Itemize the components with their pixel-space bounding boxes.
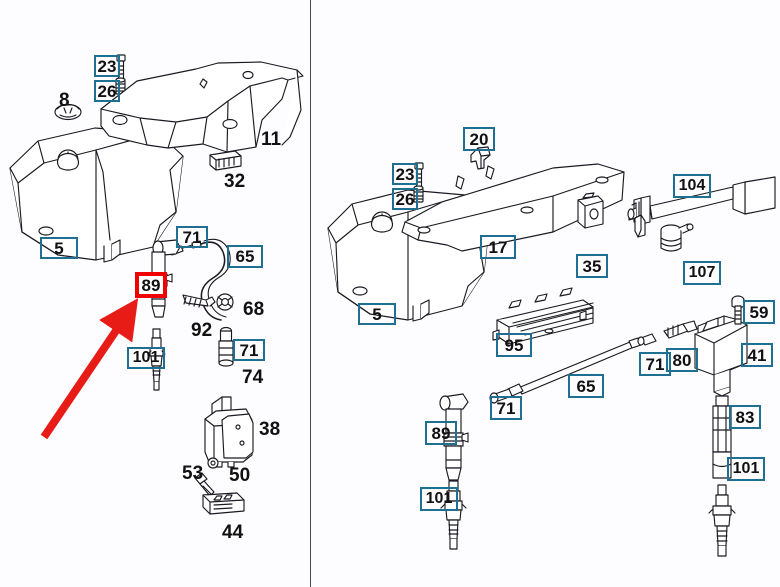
callout-text: 26 [395,189,415,209]
label-11: 11 [261,129,282,150]
callout-text: 83 [735,407,755,427]
callout-17-right[interactable]: 17 [480,235,516,259]
part-68-nut [216,293,234,311]
callout-5-right[interactable]: 5 [358,303,396,325]
part-83-coil-boot [712,395,732,479]
callout-20-right[interactable]: 20 [463,127,495,151]
part-101-spark-plug-right [708,484,736,557]
part-65-cable [200,238,231,321]
part-92-clip [182,294,216,308]
callout-65-right[interactable]: 65 [568,374,604,398]
callout-text: 80 [672,350,692,370]
callout-text: 71 [496,398,516,418]
callout-text: 17 [488,237,508,257]
label-38: 38 [259,419,281,440]
callout-text: 101 [425,490,453,507]
label-53: 53 [182,463,204,484]
callout-text: 89 [141,275,161,295]
callout-text: 65 [576,376,596,396]
callout-83-right[interactable]: 83 [729,405,761,429]
callout-text: 104 [678,177,706,194]
callout-23-left[interactable]: 23 [94,55,120,77]
callout-text: 65 [235,247,255,266]
callout-text: 95 [504,335,524,355]
callout-text: 101 [732,460,760,477]
label-32: 32 [224,171,246,192]
label-74: 74 [242,367,264,388]
part-71-connector-right [637,333,657,346]
callout-text: 23 [97,56,117,76]
callout-65-left[interactable]: 65 [227,245,263,268]
callout-95-right[interactable]: 95 [496,333,532,357]
part-104-rail-assembly [627,176,776,238]
part-41-ignition-coil [694,315,748,397]
part-32-connector [209,150,242,171]
callout-71-left-upper[interactable]: 71 [176,226,208,248]
callout-71-left-lower[interactable]: 71 [233,339,265,361]
callout-text: 89 [431,423,451,443]
part-107-bushing [660,223,694,252]
callout-text: 5 [372,304,382,324]
callout-text: 107 [688,264,716,281]
callout-59-right[interactable]: 59 [743,300,775,324]
callout-text: 26 [97,81,117,101]
callout-text: 71 [645,354,665,374]
callout-89-left-highlighted[interactable]: 89 [135,272,167,298]
part-101-spark-plug-left [147,328,166,391]
callout-71-right-lower[interactable]: 71 [490,396,522,420]
part-89-coil-boot-right [439,393,469,481]
part-5-engine-cover-left [9,127,184,299]
callout-text: 101 [132,349,160,366]
label-44: 44 [222,522,244,543]
part-11-bracket [100,61,304,153]
part-74-boot [218,326,234,367]
callout-text: 23 [395,164,415,184]
callout-text: 71 [239,340,259,360]
callout-101-left[interactable]: 101 [127,347,165,369]
part-80-sleeve [663,320,698,339]
callout-text: 71 [182,227,202,247]
callout-5-left[interactable]: 5 [40,237,78,259]
callout-107-right[interactable]: 107 [683,261,721,285]
callout-text: 20 [469,129,489,149]
part-53-screw [194,472,215,497]
part-35-bracket [577,192,604,229]
callout-text: 41 [747,345,767,365]
callout-101-right-upper[interactable]: 101 [727,457,765,481]
callout-89-right[interactable]: 89 [425,421,457,445]
label-92: 92 [191,320,213,341]
callout-text: 5 [54,238,64,258]
callout-80-right[interactable]: 80 [666,348,698,372]
callout-26-right[interactable]: 26 [392,188,418,210]
part-65-cable-right [489,337,642,404]
callout-104-right[interactable]: 104 [673,174,711,198]
label-8: 8 [59,90,70,111]
part-50-washer [207,457,219,469]
callout-41-right[interactable]: 41 [741,343,773,367]
callout-text: 59 [749,302,769,322]
callout-26-left[interactable]: 26 [94,80,120,102]
label-50: 50 [229,465,251,486]
callout-text: 35 [582,256,602,276]
part-44-connector-block [202,492,245,515]
callout-35-right[interactable]: 35 [576,254,608,278]
panel-divider [310,0,311,587]
callout-23-right[interactable]: 23 [392,163,418,185]
callout-71-right-upper[interactable]: 71 [639,352,671,376]
callout-101-right-lower[interactable]: 101 [420,487,458,511]
part-38-ignition-module [204,396,254,468]
label-68: 68 [243,299,265,320]
part-8-grommet [54,103,82,121]
